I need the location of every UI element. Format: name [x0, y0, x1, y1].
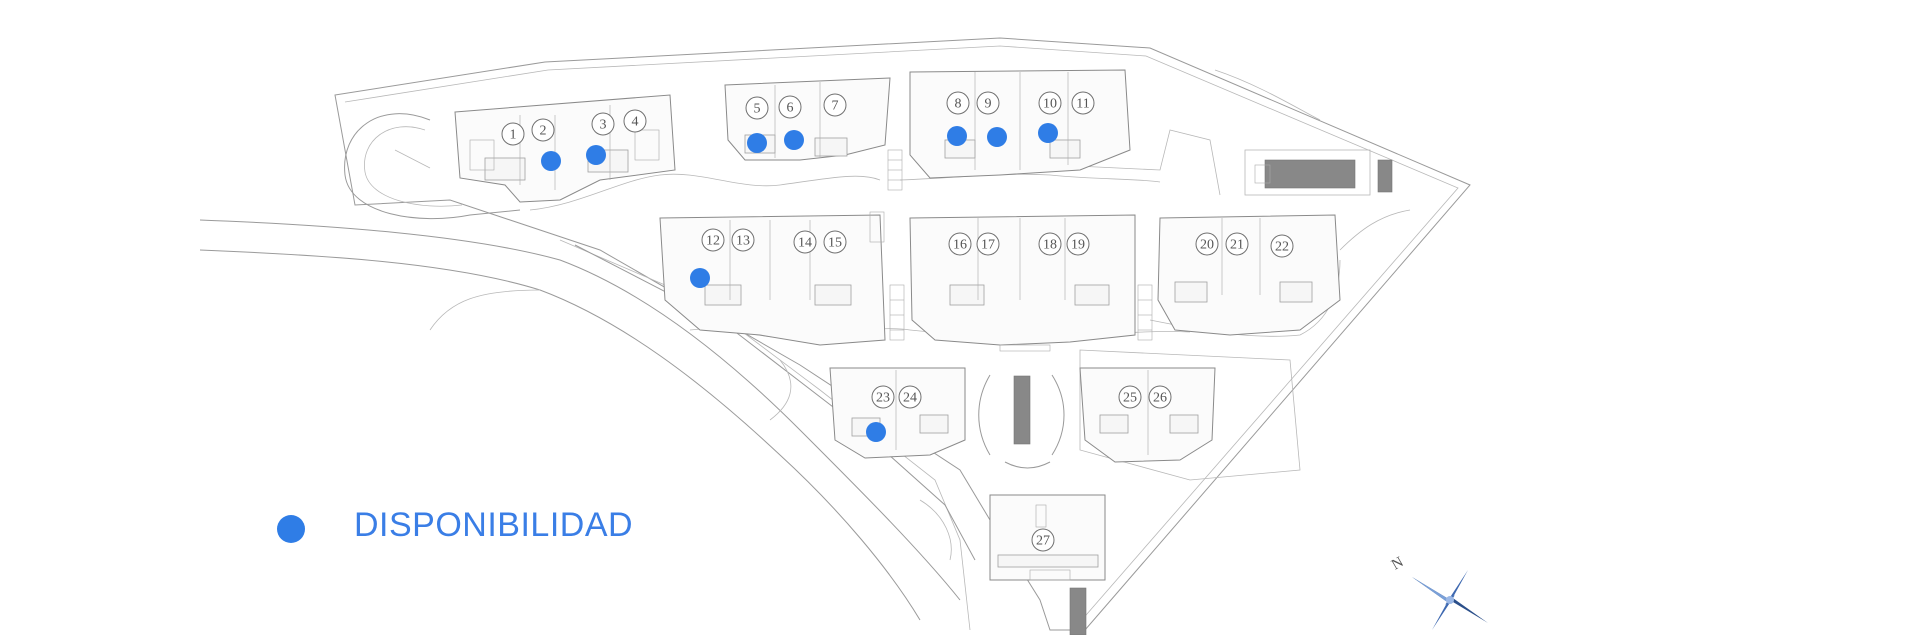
- compass-rose-icon: N: [1389, 554, 1488, 630]
- unit-marker-25[interactable]: [1118, 385, 1142, 409]
- unit-marker-18[interactable]: [1038, 232, 1062, 256]
- unit-number-1: 1: [510, 128, 517, 143]
- unit-marker-17[interactable]: [976, 232, 1000, 256]
- unit-number-7: 7: [832, 99, 839, 114]
- unit-marker-22[interactable]: [1270, 234, 1294, 258]
- parking-strip: [1069, 587, 1087, 635]
- unit-marker-14[interactable]: [793, 230, 817, 254]
- legend-label: DISPONIBILIDAD: [354, 506, 634, 544]
- unit-marker-4[interactable]: [623, 109, 647, 133]
- connector-stairs: [869, 149, 1153, 341]
- unit-number-22: 22: [1275, 240, 1289, 255]
- unit-marker-13[interactable]: [731, 228, 755, 252]
- building-cluster-25-26: [1079, 367, 1216, 463]
- availability-dot-unit-8[interactable]: [947, 126, 967, 146]
- unit-number-9: 9: [985, 97, 992, 112]
- unit-number-10: 10: [1043, 97, 1057, 112]
- unit-number-8: 8: [955, 97, 962, 112]
- unit-marker-5[interactable]: [745, 96, 769, 120]
- unit-number-14: 14: [798, 236, 812, 251]
- unit-marker-8[interactable]: [946, 91, 970, 115]
- central-amenity: [978, 344, 1065, 469]
- unit-number-2: 2: [540, 124, 547, 139]
- unit-marker-19[interactable]: [1066, 232, 1090, 256]
- unit-number-5: 5: [754, 102, 761, 117]
- unit-number-3: 3: [600, 118, 607, 133]
- unit-number-6: 6: [787, 101, 794, 116]
- north-letter: N: [1389, 554, 1407, 573]
- unit-marker-11[interactable]: [1071, 91, 1095, 115]
- availability-dot-unit-23[interactable]: [866, 422, 886, 442]
- unit-marker-9[interactable]: [976, 91, 1000, 115]
- unit-number-12: 12: [706, 234, 720, 249]
- entrance-structure: [1244, 149, 1393, 196]
- unit-number-25: 25: [1123, 391, 1137, 406]
- legend-marker-icon: [277, 515, 305, 543]
- unit-number-24: 24: [903, 391, 917, 406]
- unit-marker-26[interactable]: [1148, 385, 1172, 409]
- unit-number-23: 23: [876, 391, 890, 406]
- availability-dot-unit-3[interactable]: [586, 145, 606, 165]
- unit-marker-23[interactable]: [871, 385, 895, 409]
- unit-number-11: 11: [1076, 97, 1089, 112]
- unit-number-15: 15: [828, 236, 842, 251]
- availability-dot-unit-10[interactable]: [1038, 123, 1058, 143]
- unit-number-18: 18: [1043, 238, 1057, 253]
- unit-marker-21[interactable]: [1225, 232, 1249, 256]
- unit-marker-2[interactable]: [531, 118, 555, 142]
- availability-dot-unit-2[interactable]: [541, 151, 561, 171]
- unit-number-4: 4: [632, 115, 639, 130]
- availability-markers: [541, 123, 1058, 442]
- availability-dot-unit-9[interactable]: [987, 127, 1007, 147]
- building-cluster-16-19: [909, 214, 1136, 346]
- building-cluster-23-24: [829, 367, 966, 459]
- unit-marker-12[interactable]: [701, 228, 725, 252]
- unit-marker-1[interactable]: [501, 122, 525, 146]
- unit-marker-3[interactable]: [591, 112, 615, 136]
- availability-dot-unit-5[interactable]: [747, 133, 767, 153]
- building-cluster-8-11: [909, 69, 1131, 179]
- unit-number-20: 20: [1200, 238, 1214, 253]
- unit-marker-10[interactable]: [1038, 91, 1062, 115]
- unit-marker-24[interactable]: [898, 385, 922, 409]
- unit-number-17: 17: [981, 238, 995, 253]
- unit-number-21: 21: [1230, 238, 1244, 253]
- unit-marker-7[interactable]: [823, 93, 847, 117]
- unit-number-26: 26: [1153, 391, 1167, 406]
- unit-number-27: 27: [1036, 534, 1050, 549]
- turning-circle: [344, 113, 521, 220]
- unit-number-19: 19: [1071, 238, 1085, 253]
- unit-marker-27[interactable]: [1031, 528, 1055, 552]
- building-cluster-1-4: [454, 94, 676, 203]
- unit-marker-6[interactable]: [778, 95, 802, 119]
- unit-marker-16[interactable]: [948, 232, 972, 256]
- unit-number-16: 16: [953, 238, 967, 253]
- availability-dot-unit-6[interactable]: [784, 130, 804, 150]
- unit-number-13: 13: [736, 234, 750, 249]
- building-cluster-20-22: [1157, 214, 1341, 336]
- unit-marker-15[interactable]: [823, 230, 847, 254]
- access-road: [199, 219, 961, 621]
- availability-dot-unit-12[interactable]: [690, 268, 710, 288]
- unit-marker-20[interactable]: [1195, 232, 1219, 256]
